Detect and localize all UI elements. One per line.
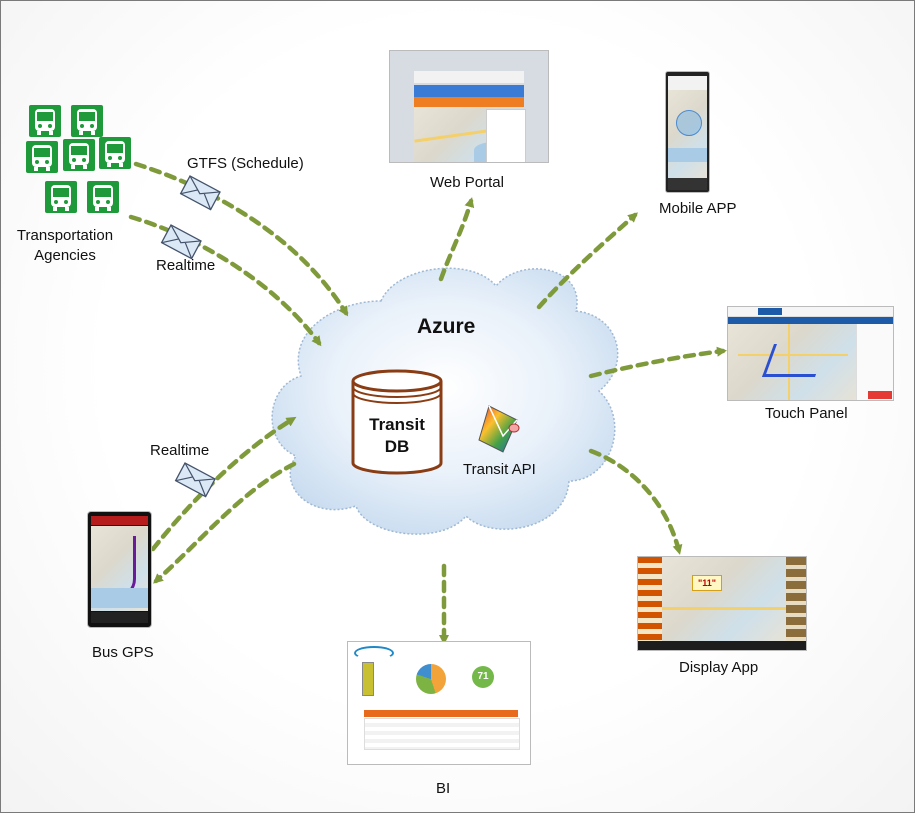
display-route-marker: "11"	[692, 575, 722, 591]
database-icon	[351, 369, 443, 475]
gtfs-feed-label: GTFS (Schedule)	[187, 155, 304, 172]
touch-panel-screenshot	[727, 306, 894, 401]
azure-cloud	[271, 267, 619, 535]
bus-icon	[45, 181, 77, 213]
database-label-line2: DB	[384, 437, 410, 456]
transportation-agencies-bus-icons	[26, 105, 131, 213]
bi-gauge: 71	[472, 666, 494, 688]
bus-icon	[87, 181, 119, 213]
arrow-cloud-to-mobile	[536, 212, 638, 310]
bus-icon	[63, 139, 95, 171]
arrow-gtfs-to-cloud	[133, 161, 349, 317]
bi-screenshot: 71	[347, 641, 531, 765]
bus-icon	[99, 137, 131, 169]
database-label-line1: Transit	[369, 415, 425, 434]
arrow-busgps-to-cloud	[150, 416, 297, 552]
bus-icon	[29, 105, 61, 137]
arrow-realtime-to-cloud	[128, 214, 322, 347]
bi-label: BI	[436, 780, 451, 797]
transportation-agencies-label: Transportation Agencies	[9, 226, 121, 266]
envelope-icon	[179, 175, 221, 211]
transportation-agencies-line1: Transportation	[16, 227, 114, 244]
transit-api-icon	[478, 405, 520, 453]
arrow-cloud-to-touchpanel	[588, 346, 727, 379]
realtime-bus-feed-label: Realtime	[150, 442, 210, 459]
web-portal-screenshot	[389, 50, 549, 163]
bus-icon	[71, 105, 103, 137]
transit-api-label: Transit API	[463, 461, 536, 478]
bus-icon	[26, 141, 58, 173]
flow-arrows	[128, 161, 727, 645]
mobile-app-screenshot	[665, 71, 710, 193]
bus-gps-label: Bus GPS	[92, 644, 154, 661]
bus-gps-screenshot	[87, 511, 152, 628]
arrow-cloud-to-busgps	[153, 461, 297, 584]
arrow-cloud-to-display	[588, 448, 683, 555]
envelope-icon	[160, 224, 202, 260]
database-label: Transit DB	[352, 414, 442, 458]
display-app-label: Display App	[679, 659, 759, 676]
transportation-agencies-line2: Agencies	[34, 247, 96, 264]
web-portal-label: Web Portal	[430, 174, 504, 191]
touch-panel-label: Touch Panel	[765, 405, 848, 422]
realtime-agency-feed-label: Realtime	[156, 257, 216, 274]
display-app-screenshot: "11"	[637, 556, 807, 651]
cloud-title: Azure	[417, 315, 476, 338]
mobile-app-label: Mobile APP	[659, 200, 737, 217]
envelope-icon	[174, 462, 216, 498]
arrow-cloud-to-webportal	[438, 197, 475, 282]
